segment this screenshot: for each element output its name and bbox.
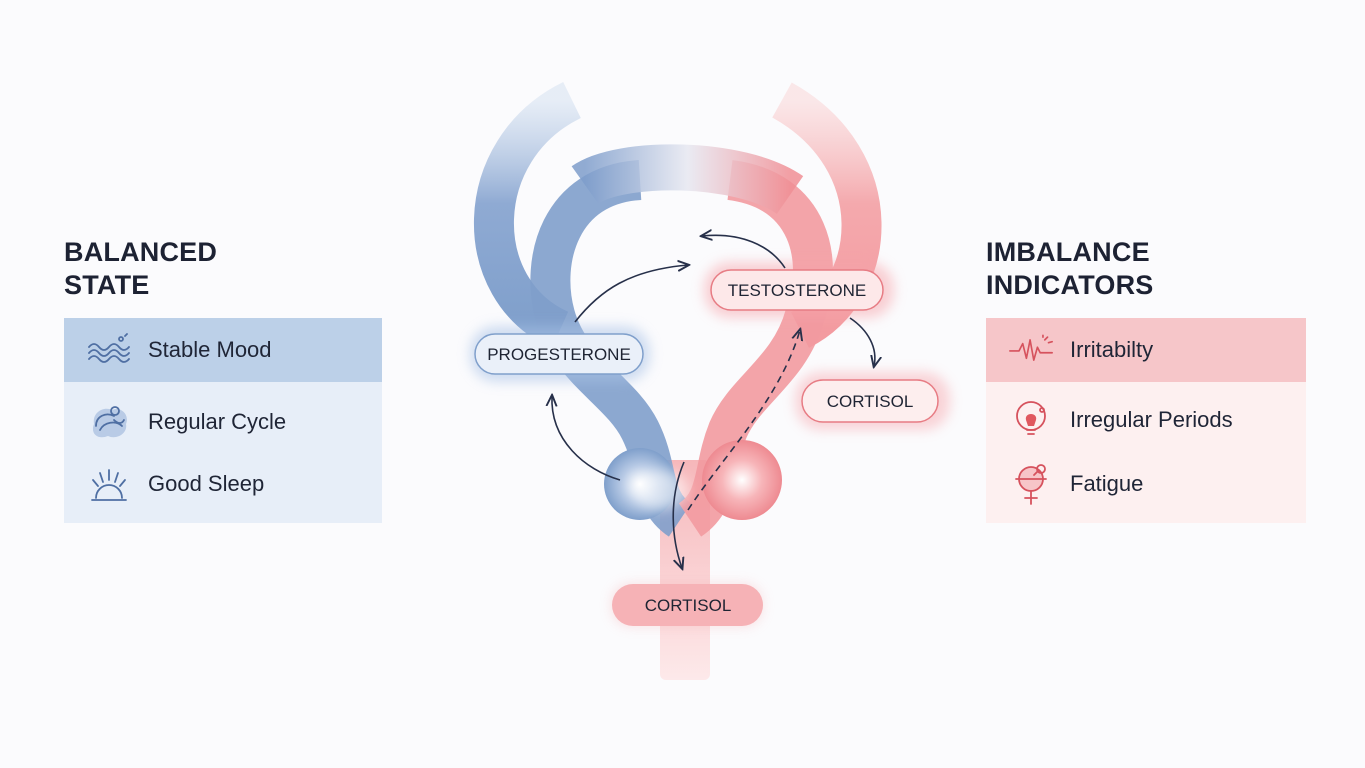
fatigue-label: Fatigue <box>1070 471 1144 496</box>
stable-mood-label: Stable Mood <box>148 337 272 362</box>
testosterone-label: TESTOSTERONE <box>728 281 867 300</box>
arrow-stem-to-cortisol <box>672 461 685 568</box>
testosterone-label-group: TESTOSTERONE <box>710 269 884 311</box>
waves-icon <box>86 330 132 370</box>
balanced-title-line2: STATE <box>64 270 150 300</box>
imbalance-indicators-title: IMBALANCE INDICATORS <box>986 236 1154 302</box>
imbalance-title-line2: INDICATORS <box>986 270 1154 300</box>
list-item-regular-cycle: Regular Cycle <box>64 390 382 454</box>
female-symbol-icon <box>1008 464 1054 505</box>
cortisol-side-label: CORTISOL <box>827 392 914 411</box>
arrow-ovary-to-progesterone <box>552 396 621 481</box>
imbalance-indicators-card: Irritabilty Irregular Periods Fatigue <box>986 318 1306 523</box>
arrow-stem-to-testosterone-dashed <box>687 330 800 511</box>
list-item-good-sleep: Good Sleep <box>64 452 382 516</box>
progesterone-label-group: PROGESTERONE <box>474 333 644 375</box>
pulse-icon <box>1008 330 1054 370</box>
arrow-testosterone-to-cortisol <box>849 317 875 366</box>
good-sleep-label: Good Sleep <box>148 471 265 496</box>
cycle-icon <box>86 402 132 442</box>
inner-top-band <box>571 144 804 215</box>
arrow-testosterone-to-top <box>702 235 786 269</box>
bulb-icon <box>1008 400 1054 440</box>
cortisol-side-label-group: CORTISOL <box>801 379 939 423</box>
list-item-stable-mood: Stable Mood <box>64 318 382 382</box>
list-item-fatigue: Fatigue <box>986 452 1306 516</box>
balanced-state-title: BALANCED STATE <box>64 236 217 302</box>
list-item-irritability: Irritabilty <box>986 318 1306 382</box>
regular-cycle-label: Regular Cycle <box>148 409 287 434</box>
imbalance-title-line1: IMBALANCE <box>986 237 1150 267</box>
balanced-title-line1: BALANCED <box>64 237 218 267</box>
progesterone-label: PROGESTERONE <box>487 345 631 364</box>
cortisol-bottom-label-group: CORTISOL <box>612 584 763 626</box>
sunrise-icon <box>86 464 132 504</box>
list-item-irregular-periods: Irregular Periods <box>986 388 1306 452</box>
outer-blue-arc <box>473 82 582 349</box>
balanced-state-card: Stable Mood Regular Cycle <box>64 318 382 523</box>
right-ovary <box>702 440 782 520</box>
arrow-progesterone-to-testosterone <box>574 265 688 323</box>
irritability-label: Irritabilty <box>1070 337 1154 362</box>
cortisol-bottom-label: CORTISOL <box>645 596 732 615</box>
irregular-periods-label: Irregular Periods <box>1070 407 1233 432</box>
